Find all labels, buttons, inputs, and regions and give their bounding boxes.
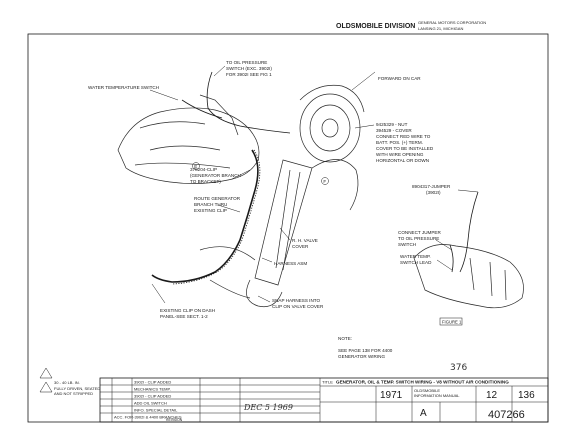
callout-water-temperature-switch: WATER TEMPERATURE SWITCH — [88, 85, 159, 90]
sheet-number: 376 — [450, 363, 467, 373]
callout-clip: 378204-CLIP (GENERATOR BRANCH TO BRACKET… — [190, 167, 242, 184]
corporation-location: LANSING 21, MICHIGAN — [418, 26, 463, 31]
figure-1-label: FIGURE 1 — [439, 317, 463, 326]
callout-snap-harness: SNAP HARNESS INTO CLIP ON VALVE COVER — [272, 298, 324, 309]
title-label: TITLE — [322, 380, 333, 385]
callout-existing-clip: EXISTING CLIP ON DASH PANEL-SEE SECT. 1-… — [160, 308, 216, 319]
sheet-border — [27, 33, 549, 423]
manual-line-2: INFORMATION MANUAL — [414, 393, 460, 398]
division-title: OLDSMOBILE DIVISION — [336, 23, 415, 30]
callout-jumper: 8904317-JUMPER (3902I) — [412, 184, 452, 195]
callout-rh-valve-cover: R. H. VALVE COVER — [292, 238, 319, 249]
circle-marker-f: F — [321, 177, 329, 185]
handwritten-date: DEC 5 1969 — [243, 403, 293, 412]
svg-text:30 - 40 LB. IN.: 30 - 40 LB. IN. — [54, 380, 80, 385]
note: NOTE: SEE PAGE 138 FOR 4400 GENERATOR WI… — [338, 336, 394, 359]
leader-lines — [149, 65, 479, 304]
svg-text:FULLY DRIVEN, SEATED: FULLY DRIVEN, SEATED — [54, 386, 100, 391]
corporation-name: GENERAL MOTORS CORPORATION — [418, 20, 486, 25]
revision-label: REVISION — [166, 418, 183, 422]
callout-harness-asm: HARNESS ASM — [274, 261, 307, 266]
page-number: 136 — [518, 390, 535, 401]
torque-note: 30 - 40 LB. IN. FULLY DRIVEN, SEATED AND… — [39, 367, 100, 396]
revision-entries: 3902I - CLIP ADDED MECHANICS TEMP. 3902I… — [134, 380, 178, 413]
harness-wire — [151, 71, 291, 285]
svg-text:FIGURE 1: FIGURE 1 — [442, 320, 462, 325]
svg-text:E: E — [194, 164, 197, 169]
svg-text:F: F — [323, 179, 326, 184]
drawing-title: GENERATOR, OIL & TEMP. SWITCH WIRING - V… — [336, 380, 509, 385]
svg-text:AND NOT STRIPPED: AND NOT STRIPPED — [54, 391, 93, 396]
circle-marker-e: E — [192, 162, 200, 170]
figure-1-detail — [413, 191, 524, 309]
callout-forward-on-car: FORWARD ON CAR — [378, 76, 421, 81]
engine-illustration — [117, 84, 365, 308]
year: 1971 — [380, 390, 403, 401]
revision-letter: A — [420, 408, 427, 419]
callout-nut-cover: 9425329 - NUT 394529 - COVER CONNECT RED… — [376, 122, 434, 163]
callout-water-temp-lead: WATER TEMP. SWITCH LEAD — [400, 254, 432, 265]
manual-line-1: OLDSMOBILE — [414, 388, 440, 393]
drawing-number: 407266 — [488, 409, 525, 421]
callout-oil-pressure-switch: TO OIL PRESSURE SWITCH (EXC. 3902I) FOR … — [226, 60, 273, 77]
bottom-revision: ACC. FOR-3902I & 4400 BRANCHES — [114, 415, 182, 420]
callout-route-generator: ROUTE GENERATOR BRANCH THRU EXISTING CLI… — [194, 196, 241, 213]
callout-connect-jumper: CONNECT JUMPER TO OIL PRESSURE SWITCH — [398, 230, 442, 247]
section-number: 12 — [486, 390, 498, 401]
title-block — [99, 377, 549, 423]
